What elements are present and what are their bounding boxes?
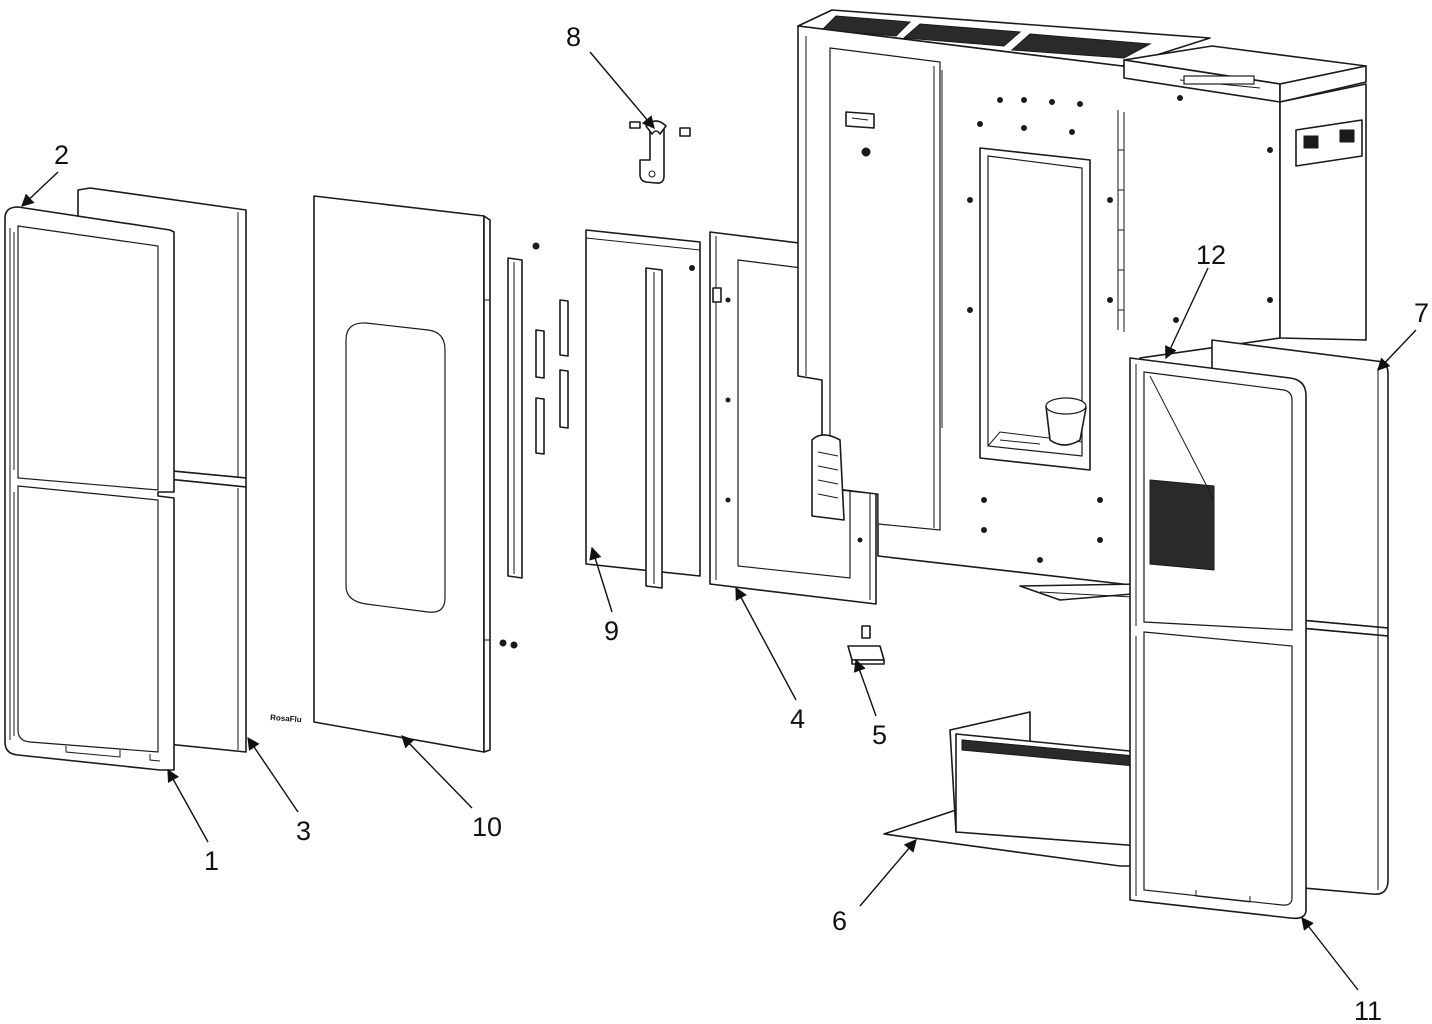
mounting-holes	[967, 95, 1273, 563]
callout-labels: 1 2 3 4 5 6 7 8 9 10 11 12	[54, 22, 1429, 1024]
callout-6: 6	[832, 906, 847, 936]
leader-11	[1301, 917, 1359, 991]
leader-7	[1377, 329, 1417, 371]
leader-6	[859, 839, 917, 907]
callout-1: 1	[204, 846, 219, 876]
leader-4	[735, 586, 797, 701]
callout-9: 9	[604, 616, 619, 646]
callout-5: 5	[872, 720, 887, 750]
part-9-inner-plate	[585, 229, 701, 589]
leader-2	[21, 171, 59, 207]
part-10-glass-door	[313, 195, 491, 753]
part-8-hinge-bracket	[629, 120, 691, 184]
brand-logo: RosaFlu	[270, 713, 302, 724]
leader-8	[589, 51, 655, 129]
part-5-bracket	[847, 625, 885, 665]
part-11-right-front-frame	[1129, 357, 1307, 920]
callout-12: 12	[1196, 240, 1226, 270]
leader-10	[401, 735, 473, 809]
callout-8: 8	[566, 22, 581, 52]
door-hardware	[499, 242, 569, 649]
leader-5	[853, 658, 877, 717]
leader-12	[1165, 267, 1209, 360]
callout-11: 11	[1354, 996, 1382, 1024]
leader-1	[167, 768, 209, 843]
stove-body	[797, 9, 1367, 601]
part-1-left-front-frame	[4, 206, 175, 771]
callout-4: 4	[790, 704, 805, 734]
callout-3: 3	[296, 816, 311, 846]
leader-9	[589, 546, 613, 613]
callout-7: 7	[1414, 298, 1429, 328]
callout-2: 2	[54, 140, 69, 170]
leader-3	[247, 736, 299, 813]
leader-lines	[21, 51, 1417, 991]
callout-10: 10	[472, 812, 502, 842]
